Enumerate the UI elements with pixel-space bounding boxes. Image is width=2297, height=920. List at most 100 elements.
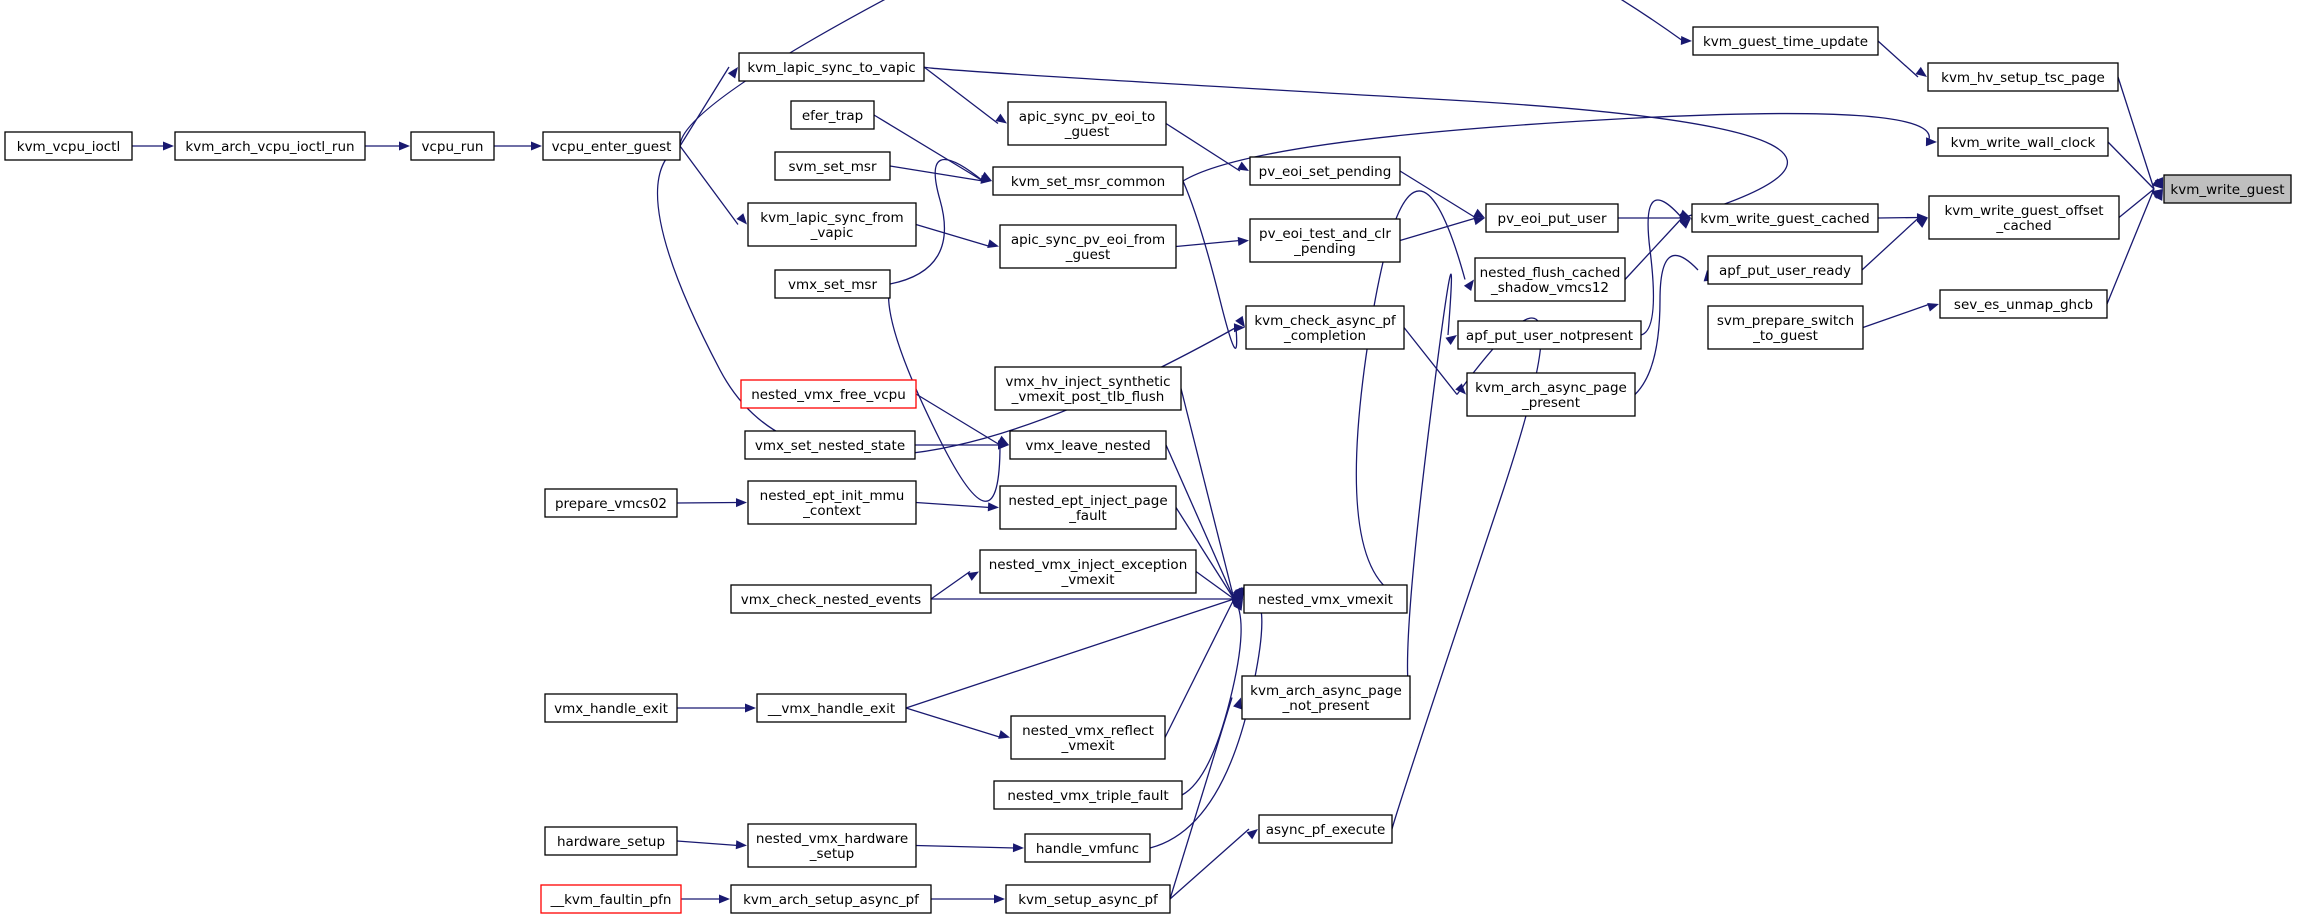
node-apf-put-user-notpresent[interactable]: apf_put_user_notpresent bbox=[1457, 320, 1642, 350]
nodes: kvm_vcpu_ioctl kvm_arch_vcpu_ioctl_run vcp… bbox=[4, 26, 2292, 914]
node-label: apf_put_user_notpresent bbox=[1466, 328, 1633, 344]
node-label: svm_prepare_switch bbox=[1717, 313, 1854, 329]
node-kvm-lapic-sync-to-vapic[interactable]: kvm_lapic_sync_to_vapic bbox=[738, 52, 925, 82]
node-label: kvm_arch_async_page bbox=[1475, 380, 1627, 396]
node-label: _guest bbox=[1065, 247, 1111, 263]
edge-kvm_write_guest_offset_cached-to-kvm_write_guest bbox=[2118, 188, 2163, 219]
node-label: kvm_write_wall_clock bbox=[1951, 135, 2096, 151]
node-kvm-hv-setup-tsc-page[interactable]: kvm_hv_setup_tsc_page bbox=[1927, 62, 2119, 92]
node-vmx-set-nested-state[interactable]: vmx_set_nested_state bbox=[744, 430, 916, 460]
node-label: kvm_write_guest_cached bbox=[1700, 211, 1869, 227]
arrowhead bbox=[1012, 843, 1024, 853]
node-nested-flush-cached-shadow-vmcs12[interactable]: nested_flush_cached_shadow_vmcs12 bbox=[1474, 257, 1626, 302]
node-vmx-leave-nested[interactable]: vmx_leave_nested bbox=[1009, 430, 1167, 460]
node-vcpu-enter-guest[interactable]: vcpu_enter_guest bbox=[542, 131, 681, 161]
node-pv-eoi-set-pending[interactable]: pv_eoi_set_pending bbox=[1249, 156, 1401, 186]
node-svm-set-msr[interactable]: svm_set_msr bbox=[774, 151, 891, 181]
node-async-pf-execute[interactable]: async_pf_execute bbox=[1258, 814, 1393, 844]
edge-vmx_handle_exit-to-__vmx_handle_exit bbox=[677, 703, 756, 713]
node-vmx-handle-exit[interactable]: vmx_handle_exit bbox=[544, 693, 678, 723]
node-box bbox=[730, 884, 932, 914]
node-kvm-arch-vcpu-ioctl-run[interactable]: kvm_arch_vcpu_ioctl_run bbox=[174, 131, 366, 161]
node-hardware-setup[interactable]: hardware_setup bbox=[544, 826, 678, 856]
node-nested-vmx-reflect-vmexit[interactable]: nested_vmx_reflect_vmexit bbox=[1010, 715, 1166, 760]
arrowhead bbox=[745, 703, 756, 713]
node-apf-put-user-ready[interactable]: apf_put_user_ready bbox=[1707, 255, 1863, 285]
node-box bbox=[4, 131, 133, 161]
node-kvm-vcpu-ioctl[interactable]: kvm_vcpu_ioctl bbox=[4, 131, 133, 161]
arrowhead bbox=[980, 174, 992, 184]
node-sev-es-unmap-ghcb[interactable]: sev_es_unmap_ghcb bbox=[1939, 289, 2108, 319]
node-kvm-arch-async-page-present[interactable]: kvm_arch_async_page_present bbox=[1466, 372, 1636, 417]
node-apic-sync-pv-eoi-to-guest[interactable]: apic_sync_pv_eoi_to_guest bbox=[1007, 101, 1167, 146]
node-svm-prepare-switch-to-guest[interactable]: svm_prepare_switch_to_guest bbox=[1707, 305, 1864, 350]
node-kvm-guest-time-update[interactable]: kvm_guest_time_update bbox=[1692, 26, 1879, 56]
node-nested-vmx-triple-fault[interactable]: nested_vmx_triple_fault bbox=[993, 780, 1183, 810]
node-label: _present bbox=[1521, 395, 1580, 411]
node-kvm-setup-async-pf[interactable]: kvm_setup_async_pf bbox=[1005, 884, 1171, 914]
node-label: pv_eoi_set_pending bbox=[1259, 164, 1392, 180]
edge-line bbox=[1164, 598, 1235, 738]
node-prepare-vmcs02[interactable]: prepare_vmcs02 bbox=[544, 488, 678, 518]
arrowhead bbox=[1233, 599, 1243, 611]
node-label: nested_ept_init_mmu bbox=[760, 488, 905, 504]
node-kvm-write-guest[interactable]: kvm_write_guest bbox=[2163, 174, 2292, 204]
arrowhead bbox=[1237, 161, 1249, 171]
node-vcpu-run[interactable]: vcpu_run bbox=[410, 131, 495, 161]
node-box bbox=[1928, 195, 2120, 240]
edge-__kvm_faultin_pfn-to-kvm_arch_setup_async_pf bbox=[681, 894, 730, 904]
node-box bbox=[993, 780, 1183, 810]
node-vmx-check-nested-events[interactable]: vmx_check_nested_events bbox=[730, 584, 932, 614]
edge-line bbox=[889, 158, 984, 285]
node-pv-eoi-put-user[interactable]: pv_eoi_put_user bbox=[1485, 203, 1619, 233]
node-kvm-write-wall-clock[interactable]: kvm_write_wall_clock bbox=[1937, 127, 2109, 157]
node-nested-vmx-inject-exception-vmexit[interactable]: nested_vmx_inject_exception_vmexit bbox=[979, 549, 1197, 594]
node---vmx-handle-exit[interactable]: __vmx_handle_exit bbox=[756, 693, 907, 723]
node-label: pv_eoi_test_and_clr bbox=[1259, 226, 1391, 242]
edge-line bbox=[1181, 598, 1242, 796]
node-apic-sync-pv-eoi-from-guest[interactable]: apic_sync_pv_eoi_from_guest bbox=[999, 224, 1177, 269]
node-box bbox=[1241, 675, 1411, 720]
edge-pv_eoi_put_user-to-kvm_write_guest_cached bbox=[1618, 213, 1691, 223]
edge-line bbox=[905, 598, 1235, 709]
node-label: vmx_set_msr bbox=[788, 277, 877, 293]
node-pv-eoi-test-and-clr-pending[interactable]: pv_eoi_test_and_clr_pending bbox=[1249, 218, 1401, 263]
node-kvm-arch-async-page-not-present[interactable]: kvm_arch_async_page_not_present bbox=[1241, 675, 1411, 720]
node-nested-ept-init-mmu-context[interactable]: nested_ept_init_mmu_context bbox=[747, 480, 917, 525]
node-vmx-set-msr[interactable]: vmx_set_msr bbox=[774, 269, 891, 299]
node-nested-ept-inject-page-fault[interactable]: nested_ept_inject_page_fault bbox=[999, 485, 1177, 530]
edge-vcpu_run-to-vcpu_enter_guest bbox=[494, 141, 542, 151]
node-efer-trap[interactable]: efer_trap bbox=[790, 100, 875, 130]
node-label: kvm_arch_async_page bbox=[1250, 683, 1402, 699]
node-kvm-set-msr-common[interactable]: kvm_set_msr_common bbox=[992, 166, 1184, 196]
node-vmx-hv-inject-synthetic-vmexit-post-tlb-flush[interactable]: vmx_hv_inject_synthetic_vmexit_post_tlb_… bbox=[994, 366, 1182, 411]
edge-kvm_lapic_sync_to_vapic-to-apic_sync_pv_eoi_to_guest bbox=[923, 66, 1007, 125]
node-kvm-check-async-pf-completion[interactable]: kvm_check_async_pf_completion bbox=[1245, 305, 1405, 350]
edge-line bbox=[1169, 828, 1250, 900]
arrowhead bbox=[998, 730, 1010, 739]
edge-line bbox=[676, 840, 739, 847]
node-nested-vmx-hardware-setup[interactable]: nested_vmx_hardware_setup bbox=[747, 823, 917, 868]
edge-line bbox=[873, 114, 984, 182]
node-box bbox=[730, 584, 932, 614]
arrowhead bbox=[1445, 335, 1457, 346]
node-box bbox=[1939, 289, 2108, 319]
edge-vmx_check_nested_events-to-nested_vmx_inject_exception_vmexit bbox=[930, 570, 979, 600]
node-handle-vmfunc[interactable]: handle_vmfunc bbox=[1024, 833, 1151, 863]
node-label: handle_vmfunc bbox=[1036, 841, 1139, 857]
node-label: svm_set_msr bbox=[788, 159, 876, 175]
node-box bbox=[544, 488, 678, 518]
node-kvm-write-guest-offset-cached[interactable]: kvm_write_guest_offset_cached bbox=[1928, 195, 2120, 240]
node-label: nested_vmx_free_vcpu bbox=[751, 387, 906, 403]
edge-vmx_set_nested_state-to-vmx_leave_nested bbox=[915, 440, 1009, 450]
node-nested-vmx-vmexit[interactable]: nested_vmx_vmexit bbox=[1243, 584, 1408, 614]
node-kvm-arch-setup-async-pf[interactable]: kvm_arch_setup_async_pf bbox=[730, 884, 932, 914]
node---kvm-faultin-pfn[interactable]: __kvm_faultin_pfn bbox=[540, 884, 682, 914]
arrowhead bbox=[1680, 36, 1692, 45]
node-label: _to_guest bbox=[1752, 328, 1818, 344]
node-kvm-lapic-sync-from-vapic[interactable]: kvm_lapic_sync_from_vapic bbox=[747, 202, 917, 247]
node-kvm-write-guest-cached[interactable]: kvm_write_guest_cached bbox=[1691, 203, 1879, 233]
node-label: kvm_vcpu_ioctl bbox=[17, 139, 120, 155]
node-nested-vmx-free-vcpu[interactable]: nested_vmx_free_vcpu bbox=[740, 379, 917, 409]
